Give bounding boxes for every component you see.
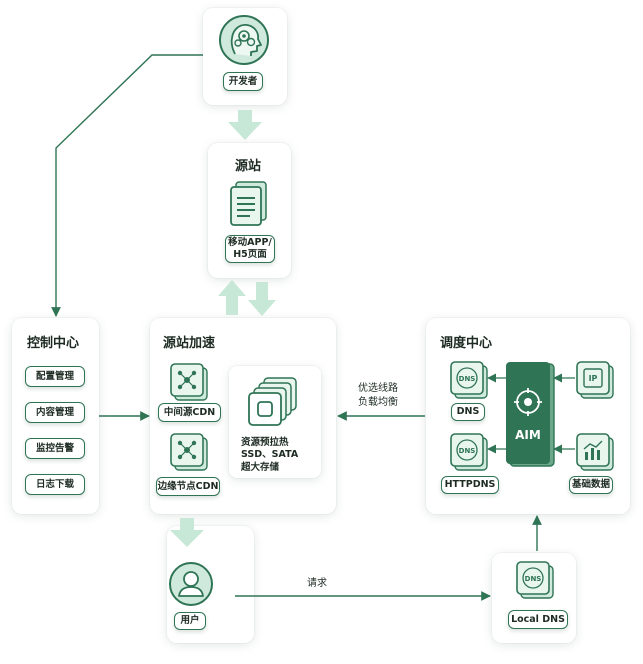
acceleration-title: 源站加速: [163, 336, 216, 351]
monitor-alert-item[interactable]: 监控告警: [25, 438, 85, 459]
origin-site-title: 源站: [235, 159, 262, 174]
arrow-developer-to-origin: [228, 110, 262, 140]
storage-layers-icon: [248, 377, 297, 426]
middle-cdn-label: 中间源CDN: [158, 403, 221, 422]
developer-label: 开发者: [223, 72, 263, 91]
storage-label: 资源预拉热 SSD、SATA 超大存储: [241, 437, 299, 473]
dns-icon-text: DNS: [459, 375, 476, 383]
base-data-label: 基础数据: [569, 476, 613, 494]
middle-cdn-icon: [170, 363, 208, 401]
dns-label: DNS: [451, 403, 485, 421]
edge-developer-to-control: [51, 54, 203, 317]
ip-chip-icon: IP: [576, 361, 614, 399]
document-icon: [230, 181, 267, 226]
arrow-acceleration-to-origin: [218, 280, 246, 315]
local-dns-icon-text: DNS: [525, 575, 542, 583]
scheduling-title: 调度中心: [440, 336, 493, 351]
httpdns-icon: DNS: [450, 433, 488, 471]
ip-icon-text: IP: [589, 374, 598, 383]
user-label: 用户: [174, 612, 206, 630]
base-data-chart-icon: [576, 433, 614, 471]
content-management-item[interactable]: 内容管理: [25, 402, 85, 423]
dns-icon: DNS: [450, 361, 488, 399]
edge-cdn-icon: [170, 433, 208, 471]
route-label: 优选线路 负载均衡: [358, 383, 398, 408]
httpdns-label: HTTPDNS: [441, 476, 499, 494]
edge-cdn-label: 边缘节点CDN: [156, 477, 220, 496]
aim-text: AIM: [515, 428, 541, 442]
local-dns-icon: DNS: [516, 561, 554, 599]
httpdns-icon-text: DNS: [459, 447, 476, 455]
aim-icon: AIM: [506, 362, 555, 467]
log-download-item[interactable]: 日志下载: [25, 474, 85, 495]
config-management-item[interactable]: 配置管理: [25, 366, 85, 387]
mobile-app-h5-label: 移动APP/ H5页面: [225, 235, 275, 263]
arrow-acceleration-to-user: [170, 518, 204, 547]
local-dns-label: Local DNS: [508, 610, 568, 629]
control-center-title: 控制中心: [27, 336, 80, 351]
developer-brain-icon: [219, 15, 269, 65]
request-label: 请求: [307, 578, 327, 589]
arrow-origin-to-acceleration: [248, 282, 276, 316]
user-avatar-icon: [169, 562, 213, 606]
